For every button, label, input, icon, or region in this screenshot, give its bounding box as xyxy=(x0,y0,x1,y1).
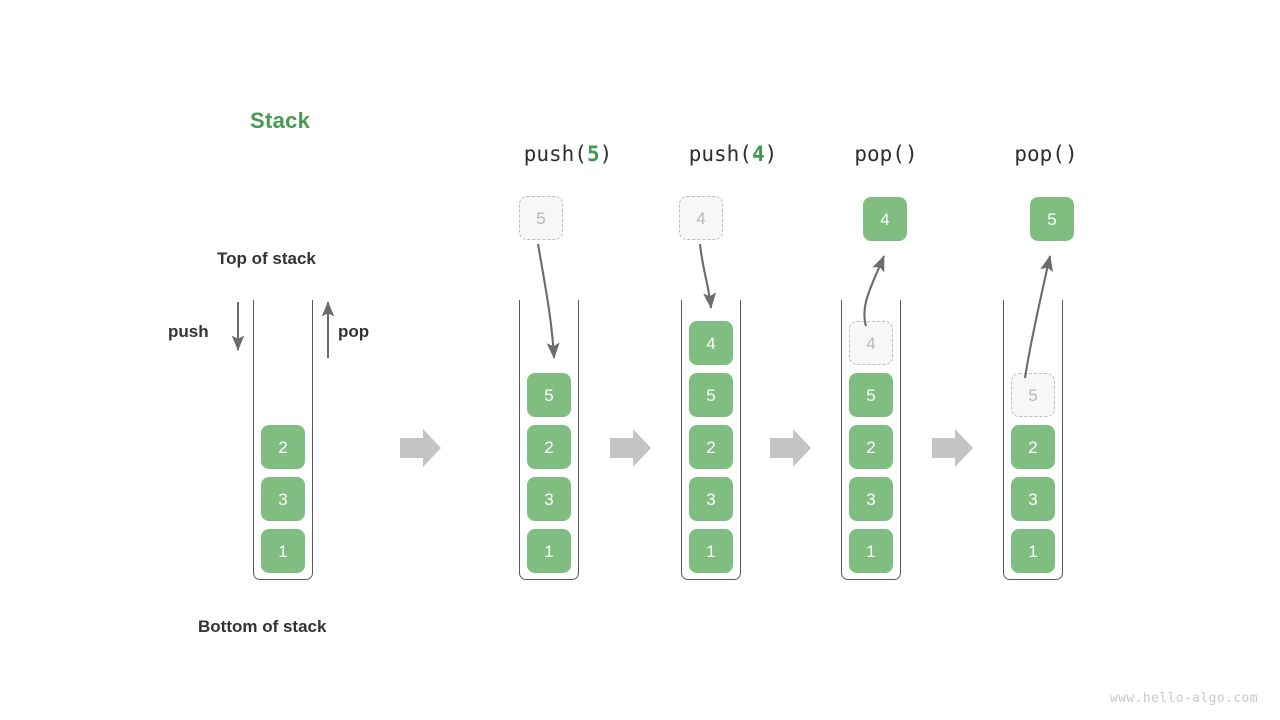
stack-cell: 2 xyxy=(261,425,305,469)
caption-suffix: ) xyxy=(764,142,778,166)
stack-cell: 5 xyxy=(849,373,893,417)
stack-cell: 3 xyxy=(689,477,733,521)
caption-suffix: ) xyxy=(1064,142,1078,166)
stack-cell: 2 xyxy=(1011,425,1055,469)
stack-container-2 xyxy=(519,300,579,580)
stack-cell: 1 xyxy=(527,529,571,573)
stack-cell: 3 xyxy=(261,477,305,521)
diagram-title: Stack xyxy=(250,108,311,133)
stack-cell: 1 xyxy=(261,529,305,573)
caption-arg: 5 xyxy=(586,142,600,166)
incoming-ghost-cell: 5 xyxy=(519,196,563,240)
flow-arrow xyxy=(932,429,973,467)
caption-pop-2: pop() xyxy=(1014,142,1077,166)
removed-ghost-cell: 5 xyxy=(1011,373,1055,417)
caption-prefix: push( xyxy=(523,142,587,166)
caption-suffix: ) xyxy=(904,142,918,166)
stack-cell: 2 xyxy=(689,425,733,469)
watermark: www.hello-algo.com xyxy=(1109,691,1258,706)
stack-cell: 1 xyxy=(689,529,733,573)
caption-push-5: push(5) xyxy=(524,142,613,166)
stack-cell: 3 xyxy=(849,477,893,521)
top-of-stack-label: Top of stack xyxy=(217,249,316,268)
stack-cell: 1 xyxy=(1011,529,1055,573)
caption-prefix: pop( xyxy=(854,142,905,166)
stack-cell: 4 xyxy=(689,321,733,365)
push-label: push xyxy=(168,322,209,341)
flow-arrow xyxy=(770,429,811,467)
stack-cell: 1 xyxy=(849,529,893,573)
caption-suffix: ) xyxy=(599,142,613,166)
stack-container-3 xyxy=(681,300,741,580)
flow-arrow xyxy=(610,429,651,467)
bottom-of-stack-label: Bottom of stack xyxy=(198,617,327,636)
caption-push-4: push(4) xyxy=(689,142,778,166)
stack-container-5 xyxy=(1003,300,1063,580)
caption-prefix: push( xyxy=(688,142,752,166)
stack-cell: 3 xyxy=(527,477,571,521)
caption-arg: 4 xyxy=(751,142,765,166)
stack-container-1 xyxy=(253,300,313,580)
push-motion-arrow xyxy=(698,243,717,309)
stack-container-4 xyxy=(841,300,901,580)
incoming-ghost-cell: 4 xyxy=(679,196,723,240)
stack-cell: 3 xyxy=(1011,477,1055,521)
flow-arrow xyxy=(400,429,441,467)
stack-cell: 2 xyxy=(527,425,571,469)
removed-ghost-cell: 4 xyxy=(849,321,893,365)
stack-cell: 2 xyxy=(849,425,893,469)
caption-pop-1: pop() xyxy=(854,142,917,166)
caption-prefix: pop( xyxy=(1014,142,1065,166)
popped-cell: 5 xyxy=(1030,197,1074,241)
stack-cell: 5 xyxy=(689,373,733,417)
popped-cell: 4 xyxy=(863,197,907,241)
pop-label: pop xyxy=(338,322,370,341)
stack-cell: 5 xyxy=(527,373,571,417)
